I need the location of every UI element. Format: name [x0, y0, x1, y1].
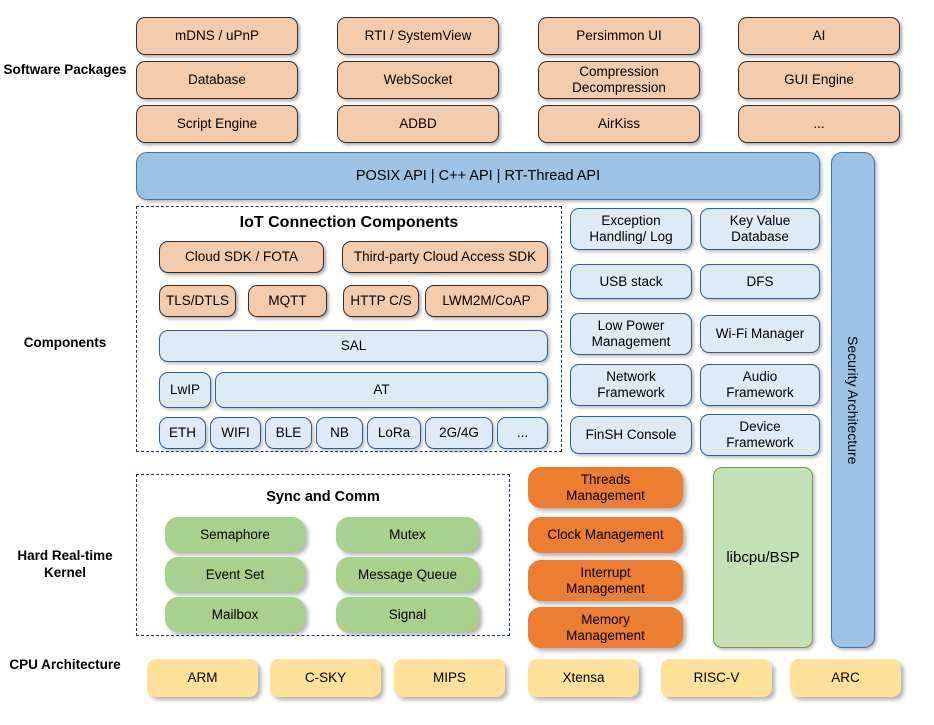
- component-exception-handling-log[interactable]: Exception Handling/ Log: [570, 208, 692, 250]
- package-ai[interactable]: AI: [738, 17, 900, 55]
- kernel-semaphore[interactable]: Semaphore: [165, 517, 305, 552]
- package-mdns-upnp[interactable]: mDNS / uPnP: [136, 17, 298, 55]
- kernel-mailbox[interactable]: Mailbox: [165, 597, 305, 632]
- api-bar[interactable]: POSIX API | C++ API | RT-Thread API: [136, 152, 820, 200]
- iot-cloud-sdk-fota[interactable]: Cloud SDK / FOTA: [159, 241, 324, 273]
- component-wifi-manager[interactable]: Wi-Fi Manager: [700, 315, 820, 353]
- component-low-power-management[interactable]: Low Power Management: [570, 313, 692, 355]
- iot-link-2g-4g[interactable]: 2G/4G: [425, 417, 493, 449]
- package-websocket[interactable]: WebSocket: [337, 61, 499, 99]
- iot-sal[interactable]: SAL: [159, 330, 548, 362]
- security-architecture-label: Security Architecture: [845, 335, 861, 465]
- component-key-value-database[interactable]: Key Value Database: [700, 208, 820, 250]
- iot-at[interactable]: AT: [215, 372, 548, 408]
- sync-comm-title: Sync and Comm: [266, 489, 380, 505]
- package-airkiss[interactable]: AirKiss: [538, 105, 700, 143]
- iot-connection-group: [136, 206, 562, 452]
- cpu-c-sky[interactable]: C-SKY: [270, 659, 381, 697]
- package-gui-engine[interactable]: GUI Engine: [738, 61, 900, 99]
- kernel-message-queue[interactable]: Message Queue: [336, 557, 479, 592]
- row-label-kernel: Hard Real-time Kernel: [17, 548, 113, 580]
- iot-tls-dtls[interactable]: TLS/DTLS: [159, 285, 236, 317]
- component-usb-stack[interactable]: USB stack: [570, 264, 692, 299]
- cpu-arc[interactable]: ARC: [790, 659, 901, 697]
- kernel-event-set[interactable]: Event Set: [165, 557, 305, 592]
- row-label-cpu-architecture: CPU Architecture: [9, 657, 121, 672]
- cpu-xtensa[interactable]: Xtensa: [528, 659, 639, 697]
- row-label-components: Components: [23, 335, 107, 350]
- package-more[interactable]: ...: [738, 105, 900, 143]
- component-finsh-console[interactable]: FinSH Console: [570, 416, 692, 454]
- package-persimmon-ui[interactable]: Persimmon UI: [538, 17, 700, 55]
- kernel-clock-management[interactable]: Clock Management: [528, 517, 683, 553]
- component-network-framework[interactable]: Network Framework: [570, 364, 692, 406]
- kernel-signal[interactable]: Signal: [336, 597, 479, 632]
- package-adbd[interactable]: ADBD: [337, 105, 499, 143]
- cpu-arm[interactable]: ARM: [147, 659, 258, 697]
- kernel-libcpu-bsp[interactable]: libcpu/BSP: [713, 467, 813, 648]
- cpu-mips[interactable]: MIPS: [394, 659, 505, 697]
- package-compression-decompression[interactable]: Compression Decompression: [538, 61, 700, 99]
- component-dfs[interactable]: DFS: [700, 264, 820, 299]
- iot-link-nb[interactable]: NB: [316, 417, 363, 449]
- iot-link-ble[interactable]: BLE: [265, 417, 312, 449]
- package-database[interactable]: Database: [136, 61, 298, 99]
- kernel-memory-management[interactable]: Memory Management: [528, 607, 683, 648]
- component-device-framework[interactable]: Device Framework: [700, 414, 820, 456]
- kernel-interrupt-management[interactable]: Interrupt Management: [528, 560, 683, 601]
- iot-third-party-cloud-access-sdk[interactable]: Third-party Cloud Access SDK: [342, 241, 548, 273]
- iot-link-more[interactable]: ...: [497, 417, 548, 449]
- iot-lwip[interactable]: LwIP: [159, 372, 211, 408]
- cpu-risc-v[interactable]: RISC-V: [661, 659, 772, 697]
- kernel-threads-management[interactable]: Threads Management: [528, 467, 683, 508]
- component-audio-framework[interactable]: Audio Framework: [700, 364, 820, 406]
- sync-comm-group: [136, 474, 510, 636]
- iot-link-eth[interactable]: ETH: [159, 417, 206, 449]
- kernel-mutex[interactable]: Mutex: [336, 517, 479, 552]
- row-label-software-packages: Software Packages: [3, 62, 127, 77]
- iot-lwm2m-coap[interactable]: LWM2M/CoAP: [425, 285, 548, 317]
- package-rti-systemview[interactable]: RTI / SystemView: [337, 17, 499, 55]
- iot-http-cs[interactable]: HTTP C/S: [343, 285, 419, 317]
- iot-connection-title: IoT Connection Components: [239, 214, 459, 231]
- security-architecture-bar[interactable]: Security Architecture: [831, 152, 875, 648]
- iot-mqtt[interactable]: MQTT: [248, 285, 327, 317]
- iot-link-wifi[interactable]: WIFI: [210, 417, 261, 449]
- package-script-engine[interactable]: Script Engine: [136, 105, 298, 143]
- iot-link-lora[interactable]: LoRa: [367, 417, 421, 449]
